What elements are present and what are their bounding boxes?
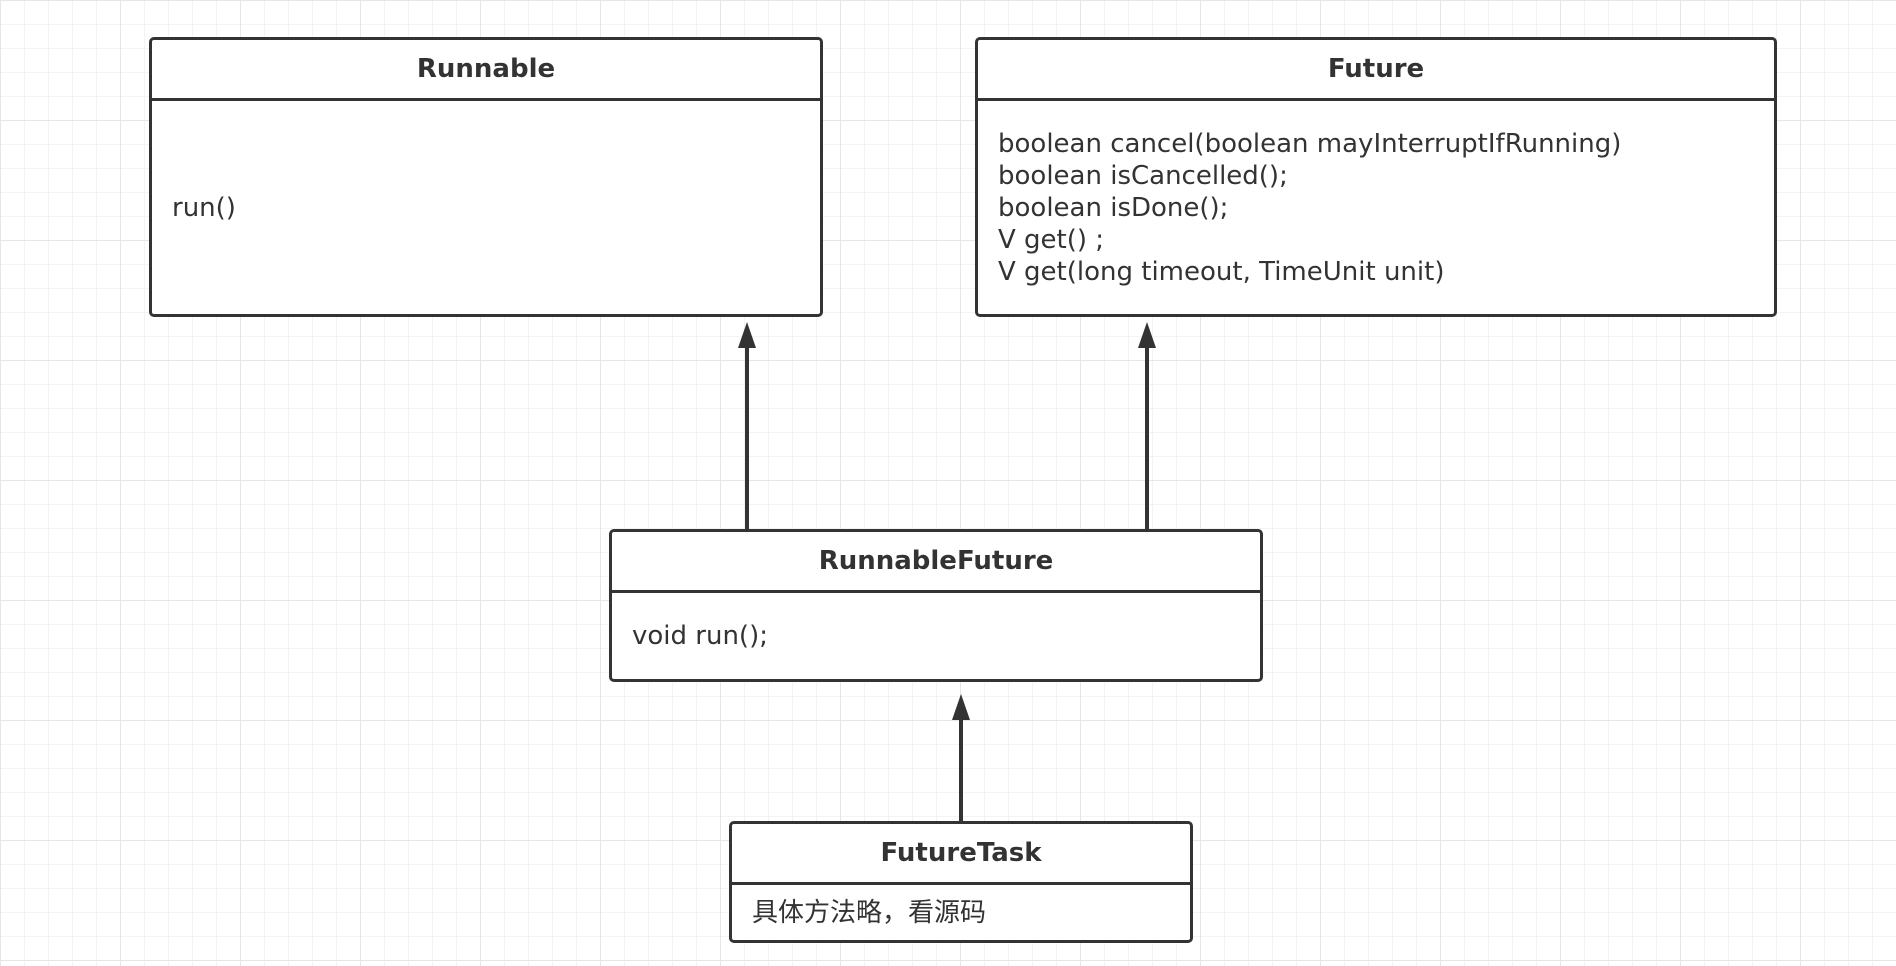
class-member: void run(); xyxy=(632,621,768,651)
class-member: V get(long timeout, TimeUnit unit) xyxy=(998,256,1445,287)
class-runnable-future[interactable]: RunnableFuture void run(); xyxy=(609,529,1263,682)
edge-futuretask-to-runnablefuture xyxy=(952,694,970,822)
class-runnable-future-name: RunnableFuture xyxy=(818,546,1054,576)
class-member: 具体方法略，看源码 xyxy=(752,897,987,928)
class-member: run() xyxy=(172,192,236,223)
class-future-task-members: 具体方法略，看源码 xyxy=(732,885,1190,940)
arrowhead-icon xyxy=(1138,322,1156,348)
class-future-name: Future xyxy=(1327,54,1425,84)
class-runnable-name: Runnable xyxy=(416,54,556,84)
arrowhead-icon xyxy=(952,694,970,720)
class-member: boolean cancel(boolean mayInterruptIfRun… xyxy=(998,128,1622,159)
class-runnable-future-header: RunnableFuture xyxy=(612,532,1260,593)
class-runnable-header: Runnable xyxy=(152,40,820,101)
class-member: V get() ; xyxy=(998,224,1105,255)
class-future-task-header: FutureTask xyxy=(732,824,1190,885)
edge-runnablefuture-to-future xyxy=(1138,322,1156,530)
class-future-task-name: FutureTask xyxy=(880,838,1042,868)
class-runnable-future-members: void run(); xyxy=(612,593,1260,679)
class-future-members: boolean cancel(boolean mayInterruptIfRun… xyxy=(978,101,1774,314)
class-future-header: Future xyxy=(978,40,1774,101)
edge-runnablefuture-to-runnable xyxy=(738,322,756,530)
class-future-task[interactable]: FutureTask 具体方法略，看源码 xyxy=(729,821,1193,943)
arrowhead-icon xyxy=(738,322,756,348)
class-member: boolean isDone(); xyxy=(998,192,1229,223)
class-future[interactable]: Future boolean cancel(boolean mayInterru… xyxy=(975,37,1777,317)
class-runnable-members: run() xyxy=(152,101,820,314)
class-runnable[interactable]: Runnable run() xyxy=(149,37,823,317)
class-member: boolean isCancelled(); xyxy=(998,160,1288,191)
